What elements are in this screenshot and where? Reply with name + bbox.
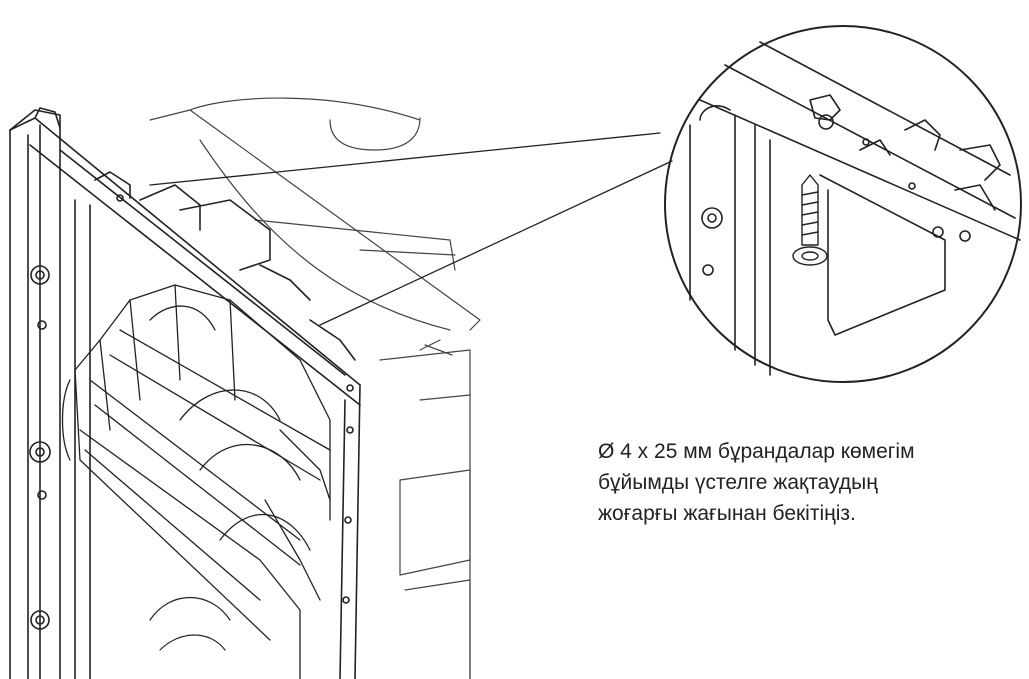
- leader-lines: [149, 132, 673, 326]
- side-panel: [339, 384, 361, 679]
- screw-icon: [792, 174, 828, 266]
- spray-arm: [149, 597, 231, 651]
- door-frame: [9, 109, 91, 679]
- caption-line-1: Ø 4 x 25 мм бұрандалар көмегім: [598, 440, 915, 463]
- top-rail: [9, 107, 361, 406]
- zoom-detail-circle: [664, 25, 1022, 383]
- caption: Ø 4 x 25 мм бұрандалар көмегім бұйымды ү…: [598, 436, 1029, 529]
- caption-line-3: жоғарғы жағынан бекітіңіз.: [598, 502, 856, 525]
- dish-basket: [61, 284, 331, 679]
- caption-line-2: бұйымды үстелге жақтаудың: [598, 471, 878, 494]
- cabinet-background: [149, 97, 481, 679]
